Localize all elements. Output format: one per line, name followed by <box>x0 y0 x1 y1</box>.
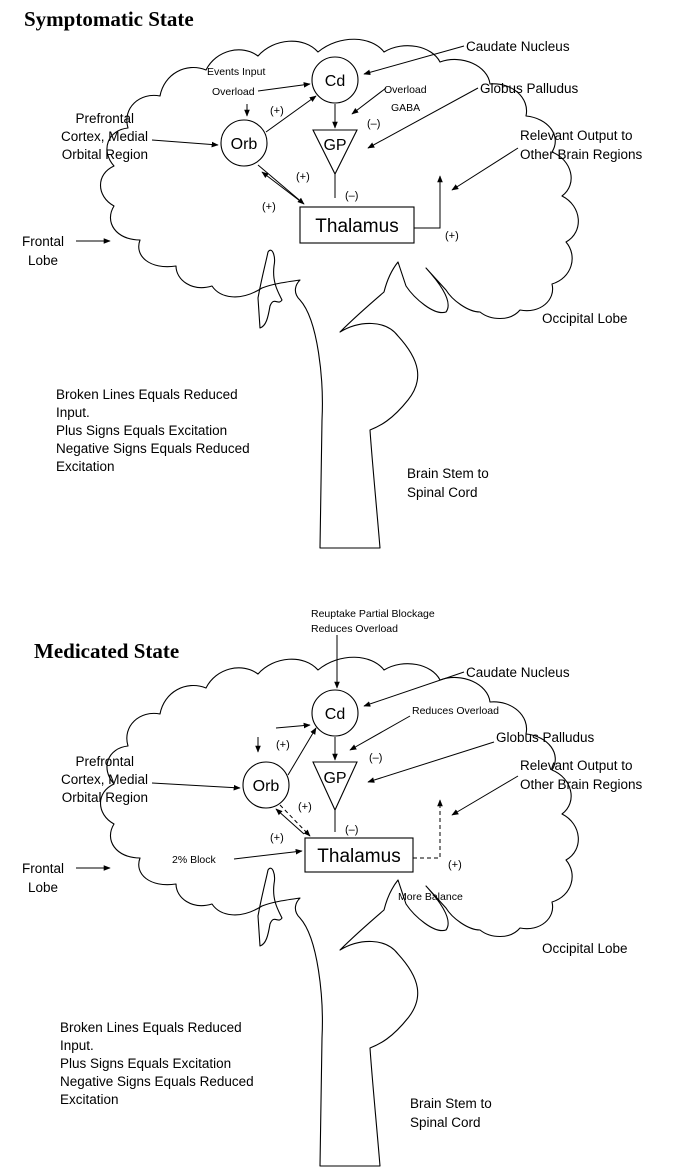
frontal-lobe-label: Frontal <box>22 234 64 249</box>
legend-line: Excitation <box>60 1092 119 1107</box>
legend-line: Broken Lines Equals Reduced <box>56 387 238 402</box>
thalamus-output-arrow <box>414 176 440 228</box>
frontal-lobe-label: Lobe <box>28 880 58 895</box>
plus-sign: (+) <box>445 230 459 242</box>
globus-palludus-label: Globus Palludus <box>496 730 595 745</box>
input-arrow <box>276 725 310 728</box>
thalamus-label: Thalamus <box>317 846 400 867</box>
legend-line: Excitation <box>56 459 115 474</box>
orb-to-cd-arrow <box>288 728 316 775</box>
frontal-lobe-label: Frontal <box>22 861 64 876</box>
panel-title: Medicated State <box>34 639 179 663</box>
legend-line: Input. <box>56 405 90 420</box>
minus-sign: (–) <box>345 824 358 836</box>
cd-label: Cd <box>325 706 345 723</box>
brain-stem-label: Spinal Cord <box>410 1115 481 1130</box>
brain-stem-label: Brain Stem to <box>407 466 489 481</box>
block-label: 2% Block <box>172 854 217 866</box>
block-pointer <box>234 851 302 859</box>
caudate-pointer <box>364 672 464 706</box>
plus-sign: (+) <box>298 801 312 813</box>
minus-sign: (–) <box>369 752 382 764</box>
orb-label: Orb <box>231 136 258 153</box>
minus-sign: (–) <box>345 190 358 202</box>
ventricle-shape <box>258 250 282 328</box>
brain-stem-label: Brain Stem to <box>410 1096 492 1111</box>
reduces-overload-label: Reduces Overload <box>412 705 499 717</box>
overload-gaba-label: Overload <box>384 84 427 96</box>
occipital-lobe-label: Occipital Lobe <box>542 941 628 956</box>
thalamus-to-orb-arrow <box>262 172 300 201</box>
relevant-output-pointer <box>452 776 518 815</box>
prefrontal-label: Prefrontal <box>75 754 134 769</box>
occipital-lobe-label: Occipital Lobe <box>542 311 628 326</box>
relevant-output-label: Relevant Output to <box>520 758 633 773</box>
thalamus-label: Thalamus <box>315 216 398 237</box>
plus-sign: (+) <box>270 105 284 117</box>
caudate-nucleus-label: Caudate Nucleus <box>466 665 570 680</box>
panel-medicated: Medicated State Cd Orb GP Thalamus (+) (… <box>22 608 643 1166</box>
relevant-output-label: Relevant Output to <box>520 128 633 143</box>
reuptake-label: Reduces Overload <box>311 623 398 635</box>
overload-input-arrow <box>258 84 310 91</box>
globus-pointer <box>368 742 494 782</box>
prefrontal-label: Prefrontal <box>75 111 134 126</box>
brain-stem-label: Spinal Cord <box>407 485 478 500</box>
globus-pointer <box>368 88 478 148</box>
prefrontal-pointer <box>152 140 218 145</box>
orb-label: Orb <box>253 778 280 795</box>
relevant-output-pointer <box>452 148 518 190</box>
prefrontal-pointer <box>152 783 240 788</box>
legend-line: Input. <box>60 1038 94 1053</box>
prefrontal-label: Cortex, Medial <box>61 772 148 787</box>
prefrontal-label: Orbital Region <box>62 790 148 805</box>
reuptake-label: Reuptake Partial Blockage <box>311 608 435 620</box>
relevant-output-label: Other Brain Regions <box>520 147 643 162</box>
overload-gaba-label: GABA <box>391 102 420 114</box>
legend-line: Negative Signs Equals Reduced <box>60 1074 254 1089</box>
relevant-output-label: Other Brain Regions <box>520 777 643 792</box>
prefrontal-label: Orbital Region <box>62 147 148 162</box>
minus-sign: (–) <box>367 118 380 130</box>
legend-line: Plus Signs Equals Excitation <box>60 1056 231 1071</box>
globus-palludus-label: Globus Palludus <box>480 81 579 96</box>
legend-line: Broken Lines Equals Reduced <box>60 1020 242 1035</box>
plus-sign: (+) <box>276 739 290 751</box>
plus-sign: (+) <box>270 832 284 844</box>
plus-sign: (+) <box>262 201 276 213</box>
ventricle-shape <box>258 868 282 946</box>
reduces-overload-arrow <box>350 716 410 750</box>
thalamus-output-arrow <box>413 800 440 858</box>
prefrontal-label: Cortex, Medial <box>61 129 148 144</box>
overload-gaba-arrow <box>352 88 386 114</box>
plus-sign: (+) <box>448 859 462 871</box>
caudate-nucleus-label: Caudate Nucleus <box>466 39 570 54</box>
overload-label: Overload <box>212 86 255 98</box>
panel-symptomatic: Symptomatic State Cd Orb GP Thalamus (+)… <box>22 7 643 548</box>
plus-sign: (+) <box>296 171 310 183</box>
legend-line: Plus Signs Equals Excitation <box>56 423 227 438</box>
legend-line: Negative Signs Equals Reduced <box>56 441 250 456</box>
panel-title: Symptomatic State <box>24 7 194 31</box>
gp-label: GP <box>323 137 346 154</box>
events-input-label: Events Input <box>207 66 265 78</box>
brain-outline <box>101 39 579 548</box>
gp-label: GP <box>323 770 346 787</box>
frontal-lobe-label: Lobe <box>28 253 58 268</box>
cd-label: Cd <box>325 73 345 90</box>
more-balance-label: More Balance <box>398 891 463 903</box>
